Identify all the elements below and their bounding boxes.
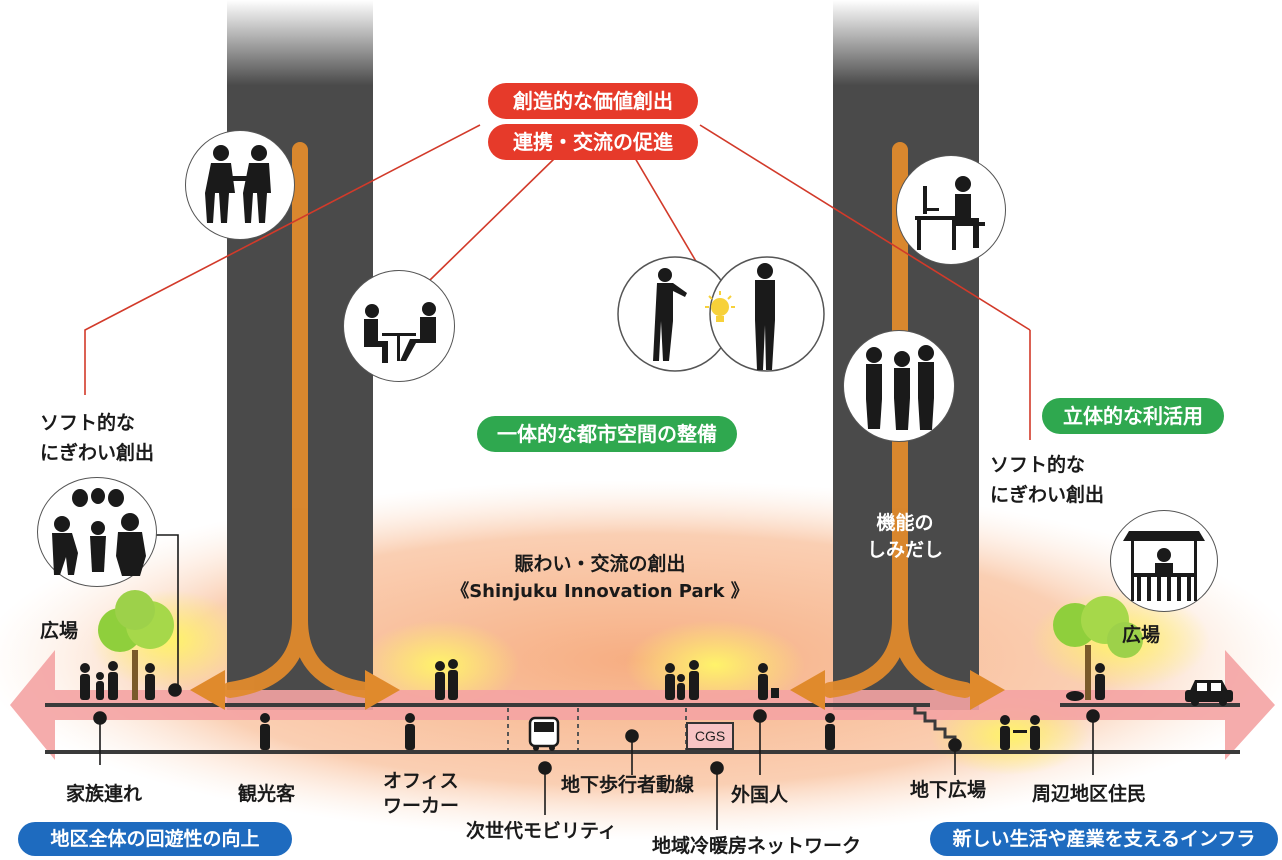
park-title: 賑わい・交流の創出 bbox=[514, 553, 686, 575]
soft-right-line2: にぎわい創出 bbox=[990, 484, 1105, 506]
function-spillover-line2: しみだし bbox=[866, 539, 943, 561]
label-office-workers-1: オフィス bbox=[383, 770, 459, 792]
soft-left-line1: ソフト的な bbox=[40, 412, 136, 434]
banner-circulation: 地区全体の回遊性の向上 bbox=[18, 822, 292, 856]
label-pedestrian-route: 地下歩行者動線 bbox=[561, 774, 695, 796]
soft-right-line1: ソフト的な bbox=[990, 454, 1086, 476]
leader-lines bbox=[93, 534, 1100, 830]
label-office-workers-2: ワーカー bbox=[383, 795, 460, 817]
group-talk-icon bbox=[843, 330, 955, 442]
banner-infrastructure: 新しい生活や産業を支えるインフラ bbox=[930, 822, 1278, 856]
food-stall-icon bbox=[1110, 510, 1218, 612]
label-tourists: 観光客 bbox=[238, 783, 296, 805]
idea-presentation-icon bbox=[617, 255, 825, 373]
goal-collaboration: 連携・交流の促進 bbox=[488, 124, 698, 160]
car-icon bbox=[1185, 680, 1233, 706]
label-families: 家族連れ bbox=[66, 783, 143, 805]
festival-icon bbox=[37, 477, 157, 587]
goal-creative-value: 創造的な価値創出 bbox=[488, 83, 698, 119]
function-spillover-line1: 機能の bbox=[876, 512, 934, 534]
plaza-right: 広場 bbox=[1122, 624, 1161, 646]
desk-worker-icon bbox=[896, 155, 1006, 265]
dining-icon bbox=[343, 270, 455, 382]
label-underground-plaza: 地下広場 bbox=[910, 779, 987, 801]
park-subtitle: 《Shinjuku Innovation Park 》 bbox=[451, 581, 749, 602]
people-silhouettes bbox=[80, 659, 1105, 750]
soft-left-line2: にぎわい創出 bbox=[40, 442, 155, 464]
goal-3d-utilization: 立体的な利活用 bbox=[1042, 398, 1224, 434]
flow-arrow-left bbox=[222, 142, 373, 698]
label-district-heating: 地域冷暖房ネットワーク bbox=[652, 835, 862, 857]
label-foreigners: 外国人 bbox=[731, 784, 789, 806]
label-mobility: 次世代モビリティ bbox=[466, 820, 617, 842]
flow-arrow-right bbox=[822, 142, 973, 698]
mobility-vehicle-icon bbox=[528, 716, 560, 751]
goal-integrated-space: 一体的な都市空間の整備 bbox=[477, 416, 737, 452]
label-residents: 周辺地区住民 bbox=[1032, 783, 1147, 805]
cgs-box: CGS bbox=[686, 722, 734, 750]
tree-right-icon bbox=[1053, 596, 1143, 700]
plaza-left: 広場 bbox=[40, 620, 79, 642]
tree-left-icon bbox=[98, 590, 174, 700]
handshake-icon bbox=[185, 130, 295, 240]
